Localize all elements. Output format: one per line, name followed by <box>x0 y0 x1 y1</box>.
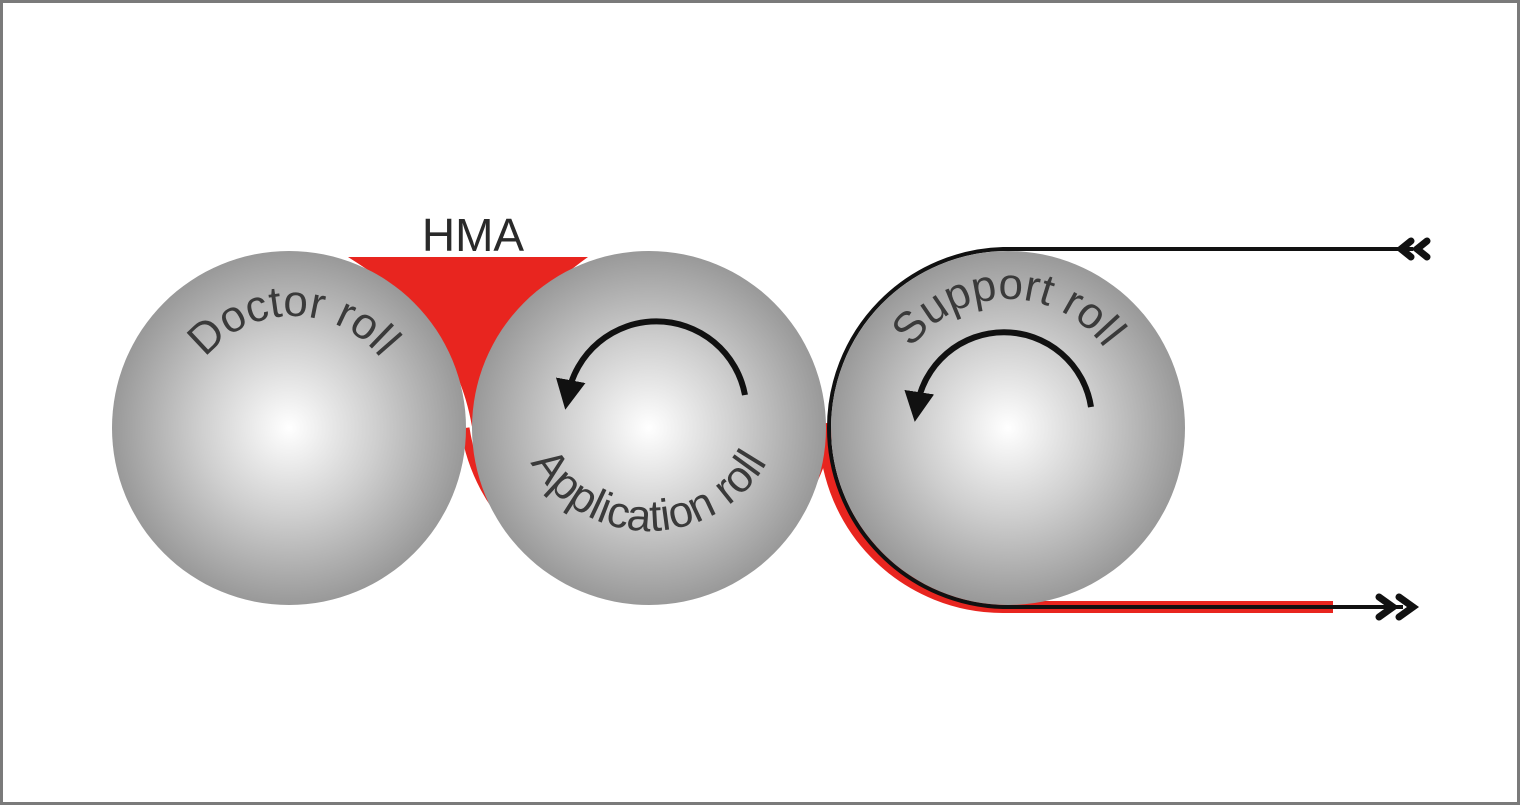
support-roll-rotation-arrow <box>904 329 1094 422</box>
roll-coater-diagram: HMA Doctor roll Support roll Application… <box>112 209 1431 621</box>
application-roll-rotation-arrow <box>556 318 748 410</box>
application-roll <box>472 251 826 605</box>
hma-label: HMA <box>422 209 525 261</box>
doctor-roll <box>112 251 466 605</box>
web-path <box>826 247 1413 609</box>
double-chevron-left-icon <box>1395 237 1431 261</box>
support-roll <box>831 251 1185 605</box>
double-chevron-right-icon <box>1375 593 1420 621</box>
